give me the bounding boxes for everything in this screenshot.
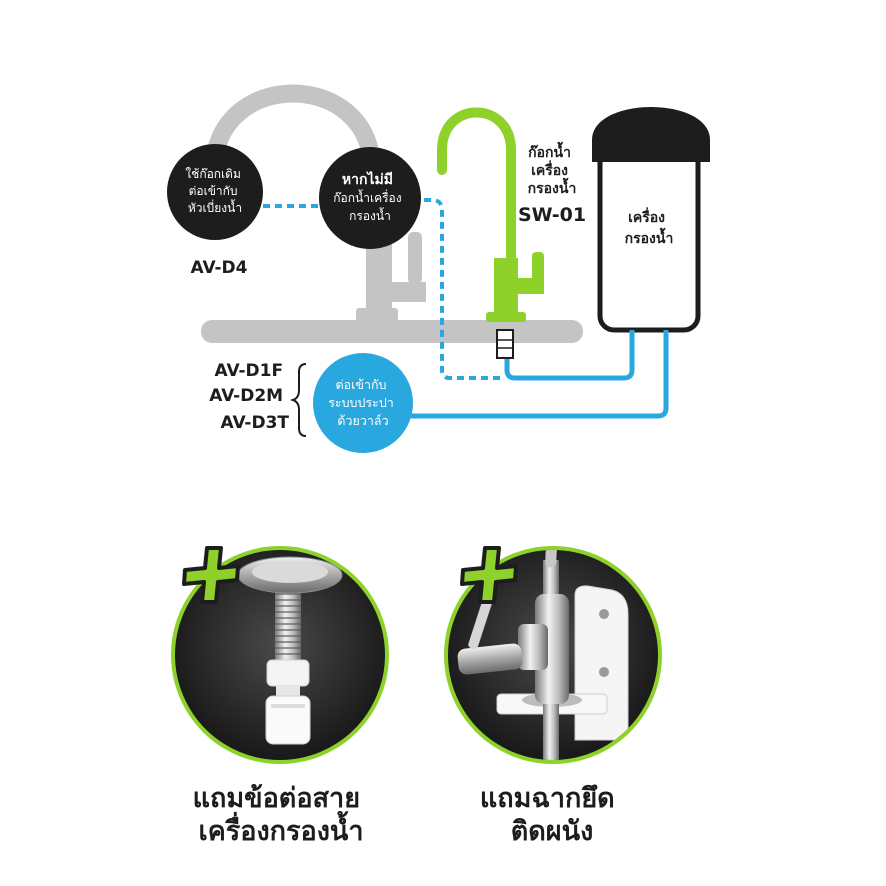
solid-pipe-valve-to-filter: [388, 330, 669, 419]
svg-text:ต่อเข้ากับ ระบบประปา ด: ต่อเข้ากับ ระบบประปา ด้วยวาล์ว: [328, 377, 398, 428]
valve-model-3: AV-D3T: [220, 413, 289, 433]
valve-bubble-line-1: ต่อเข้ากับ: [336, 377, 387, 392]
existing-faucet-line-3: หัวเบี่ยงน้ำ: [188, 199, 242, 215]
bonus-1-line-1: แถมข้อต่อสาย: [193, 783, 360, 814]
svg-text:เครื่อง กรองน้ำ: เครื่อง กรองน้ำ: [625, 207, 674, 247]
filter-faucet-model: SW-01: [518, 204, 586, 226]
existing-faucet-bubble: [167, 144, 263, 240]
no-filter-faucet-bubble: [319, 147, 421, 249]
filter-faucet-line-3: กรองน้ำ: [528, 177, 577, 197]
existing-faucet-line-2: ต่อเข้ากับ: [189, 184, 238, 198]
existing-faucet-model: AV-D4: [191, 258, 248, 278]
plus-icon: [460, 546, 518, 604]
valve-bubble: [313, 353, 413, 453]
bonus-2-line-2: ติดผนัง: [511, 816, 594, 847]
valve-model-1: AV-D1F: [215, 361, 284, 381]
solid-pipe-filter-to-faucet: [504, 330, 635, 381]
svg-text:ก๊อกน้ำ เครื่อง กรองน้: ก๊อกน้ำ เครื่อง กรองน้ำ: [528, 141, 577, 197]
no-filter-line-2: ก๊อกน้ำเครื่อง: [333, 189, 401, 205]
filter-faucet-line-2: เครื่อง: [531, 160, 568, 179]
counter-top: [201, 320, 583, 343]
existing-faucet-line-1: ใช้ก๊อกเดิม: [185, 167, 241, 181]
bonus-2-line-1: แถมฉากยึด: [480, 783, 615, 814]
valve-model-2: AV-D2M: [209, 386, 283, 406]
svg-text:AV-D1F AV-D2M AV-D3T: AV-D1F AV-D2M AV-D3T: [209, 361, 289, 433]
filter-faucet-line-1: ก๊อกน้ำ: [528, 141, 571, 161]
hose-connector: [496, 329, 514, 359]
plus-icon: [182, 546, 240, 604]
valve-bubble-line-2: ระบบประปา: [328, 395, 394, 410]
svg-text:แถมข้อต่อสาย เครื่องกรองน้: แถมข้อต่อสาย เครื่องกรองน้ำ: [193, 783, 370, 847]
bonus-1-line-2: เครื่องกรองน้ำ: [198, 810, 363, 847]
no-filter-line-1: หากไม่มี: [342, 170, 393, 188]
brace: [289, 363, 307, 437]
svg-text:แถมฉากยึด ติดผนัง: แถมฉากยึด ติดผนัง: [480, 783, 624, 847]
filter-unit-line-2: กรองน้ำ: [625, 227, 674, 247]
filter-unit-line-1: เครื่อง: [628, 207, 665, 226]
valve-bubble-line-3: ด้วยวาล์ว: [337, 413, 388, 428]
bonus-wall-bracket: [444, 546, 662, 764]
svg-text:ใช้ก๊อกเดิม ต่อเข้ากับ: ใช้ก๊อกเดิม ต่อเข้ากับ หัวเบี่ยงน้ำ: [185, 167, 244, 215]
svg-text:หากไม่มี ก๊อกน้ำเครื่อง: หากไม่มี ก๊อกน้ำเครื่อง กรองน้ำ: [333, 169, 406, 223]
filter-unit: [592, 107, 710, 333]
dashed-pipe-to-faucet: [400, 198, 500, 380]
filter-faucet: [437, 107, 544, 322]
no-filter-line-3: กรองน้ำ: [349, 207, 391, 223]
bonus-connector: [171, 546, 389, 764]
